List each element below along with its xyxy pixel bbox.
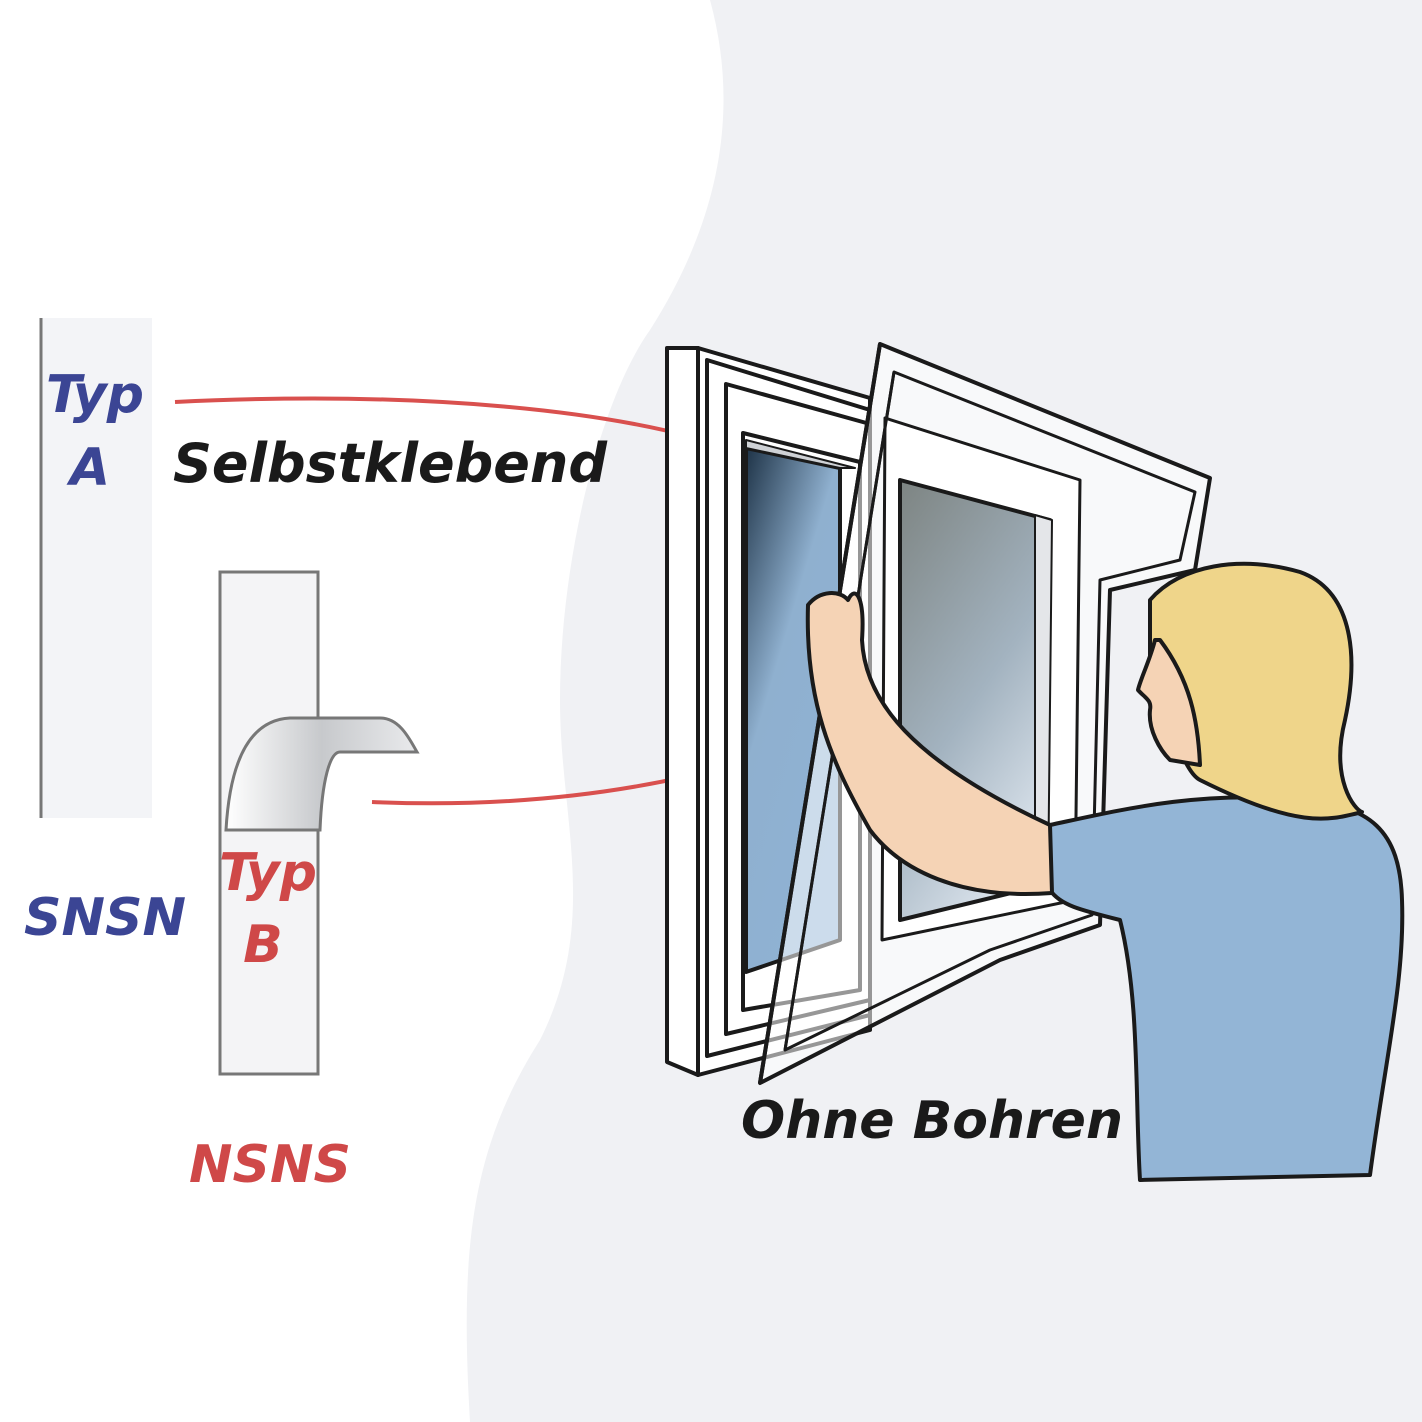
typ-a-label-line1: Typ: [46, 365, 144, 425]
typ-b-label-line2: B: [243, 915, 283, 975]
adhesive-strip-icon: [39, 318, 152, 818]
ohne-bohren-label: Ohne Bohren: [741, 1091, 1123, 1151]
selbstklebend-label: Selbstklebend: [173, 432, 608, 495]
nsns-label: NSNS: [189, 1135, 351, 1195]
typ-a-label-line2: A: [66, 438, 110, 498]
typ-b-label-line1: Typ: [219, 843, 317, 903]
peeling-tape-icon: [218, 570, 420, 1076]
woman-installing-icon: [805, 561, 1405, 1182]
snsn-label: SNSN: [24, 888, 186, 948]
